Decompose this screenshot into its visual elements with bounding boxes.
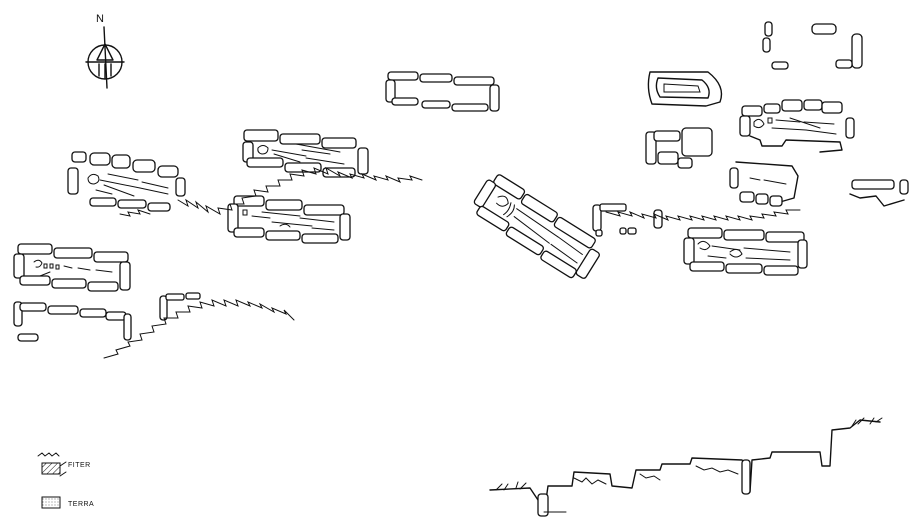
- skeleton: [697, 240, 791, 261]
- legend-label-fiter: FITER: [68, 462, 91, 469]
- skeleton: [242, 209, 335, 231]
- loose-stones: [592, 203, 663, 237]
- legend-label-terra: TERRA: [68, 501, 94, 508]
- legend: FITER TERRA: [37, 452, 94, 509]
- oval-tomb: [647, 71, 723, 107]
- legend-item-terra: TERRA: [41, 496, 94, 509]
- grave-8-partial: [729, 161, 909, 207]
- stippled-soil-swatch: [41, 496, 61, 509]
- rock-edge-upper: [119, 166, 801, 221]
- skeleton: [87, 173, 169, 197]
- skeleton: [257, 143, 345, 165]
- skeleton: [753, 117, 837, 135]
- cist-fragment: [645, 127, 713, 169]
- grave-2: [242, 129, 369, 178]
- grave-3: [227, 195, 351, 244]
- north-label: N: [96, 13, 104, 25]
- grave-1: [67, 151, 186, 212]
- grave-7: [739, 99, 855, 153]
- skeleton: [496, 195, 583, 264]
- grave-6: [473, 174, 600, 279]
- grave-9: [683, 227, 808, 276]
- hatched-rock-swatch: [41, 462, 61, 475]
- empty-cist: [385, 71, 500, 112]
- skeleton: [33, 259, 113, 277]
- legend-item-fiter: FITER: [37, 452, 91, 477]
- rock-edge-lower: [103, 299, 295, 359]
- grave-5-partial: [13, 292, 201, 342]
- stone-setting-top-right: [762, 21, 863, 70]
- grave-4: [13, 243, 131, 292]
- north-arrow-icon: N: [85, 13, 125, 89]
- section-profile: [489, 417, 883, 517]
